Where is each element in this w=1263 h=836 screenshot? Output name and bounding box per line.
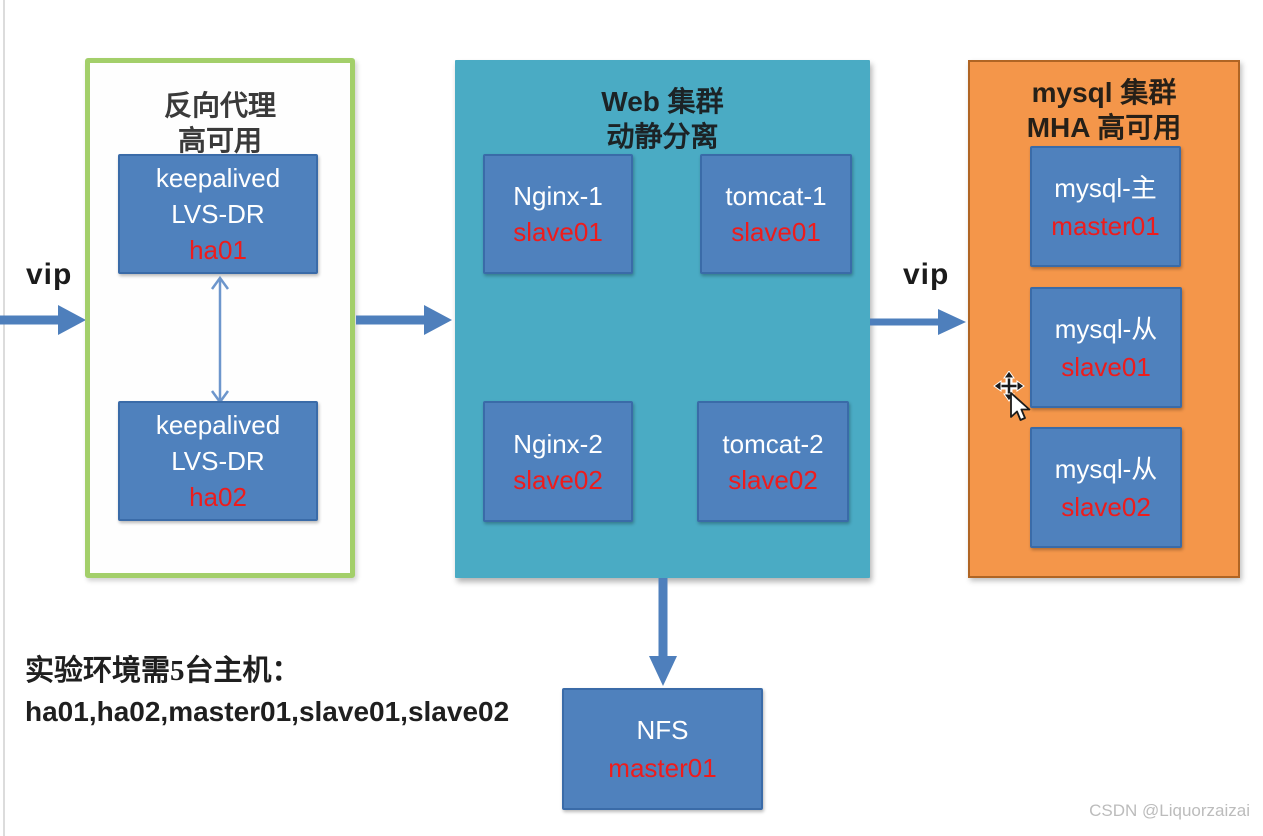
title-line: 动静分离 (606, 121, 719, 152)
proxy-to-web-arrow-icon (356, 305, 452, 335)
left-edge-divider (3, 0, 5, 836)
node-label: mysql-从 (1054, 453, 1158, 484)
node-label: Nginx-1 (513, 181, 603, 211)
node-host: slave02 (513, 464, 603, 495)
node-keepalived-ha01: keepalived LVS-DR ha01 (118, 154, 318, 274)
node-nginx-2: Nginx-2 slave02 (483, 401, 633, 522)
node-host: ha02 (189, 482, 247, 512)
mysql-cluster-title: mysql 集群 MHA 高可用 (970, 75, 1238, 145)
node-mysql-slave02: mysql-从 slave02 (1030, 427, 1182, 548)
node-label: mysql-从 (1054, 313, 1158, 344)
node-label: keepalived (155, 410, 281, 440)
title-line: mysql 集群 (1031, 77, 1177, 108)
note-line-2: ha01,ha02,master01,slave01,slave02 (25, 696, 510, 727)
node-tomcat-2: tomcat-2 slave02 (697, 401, 849, 522)
node-host: ha01 (189, 235, 247, 265)
node-label: LVS-DR (171, 446, 265, 476)
node-host: slave01 (513, 217, 603, 247)
node-keepalived-ha02: keepalived LVS-DR ha02 (118, 401, 318, 521)
node-host: master01 (608, 753, 717, 783)
node-mysql-master: mysql-主 master01 (1030, 146, 1181, 267)
node-host: slave01 (731, 217, 821, 247)
csdn-watermark: CSDN @Liquorzaizai (1089, 801, 1250, 820)
ha-sync-double-arrow-icon (210, 276, 230, 404)
node-label: tomcat-1 (725, 181, 827, 211)
move-pointer-cursor-icon (993, 371, 1031, 421)
vip-label-right: vip (903, 258, 950, 291)
environment-note: 实验环境需5台主机： ha01,ha02,master01,slave01,sl… (25, 650, 509, 732)
node-tomcat-1: tomcat-1 slave01 (700, 154, 852, 274)
title-line: MHA 高可用 (1026, 112, 1182, 143)
title-line: 反向代理 (163, 90, 276, 121)
node-host: slave02 (1061, 491, 1151, 522)
reverse-proxy-cluster-title: 反向代理 高可用 (90, 88, 350, 158)
web-cluster-title: Web 集群 动静分离 (455, 84, 870, 154)
node-label: tomcat-2 (722, 428, 824, 459)
web-to-nfs-arrow-icon (649, 578, 677, 686)
node-host: master01 (1051, 210, 1160, 241)
node-nginx-1: Nginx-1 slave01 (483, 154, 633, 274)
node-host: slave01 (1061, 351, 1151, 382)
node-label: LVS-DR (171, 199, 265, 229)
node-host: slave02 (728, 464, 818, 495)
node-mysql-slave01: mysql-从 slave01 (1030, 287, 1182, 408)
node-nfs: NFS master01 (562, 688, 763, 810)
node-label: keepalived (155, 163, 281, 193)
title-line: Web 集群 (601, 86, 724, 117)
node-label: Nginx-2 (513, 428, 603, 459)
title-line: 高可用 (177, 125, 262, 156)
note-line-1: 实验环境需5台主机： (25, 655, 301, 687)
vip-label-left: vip (26, 258, 73, 291)
vip-arrow-left-icon (0, 305, 86, 335)
node-label: NFS (636, 715, 689, 745)
node-label: mysql-主 (1054, 172, 1157, 203)
vip-arrow-right-icon (870, 309, 966, 335)
